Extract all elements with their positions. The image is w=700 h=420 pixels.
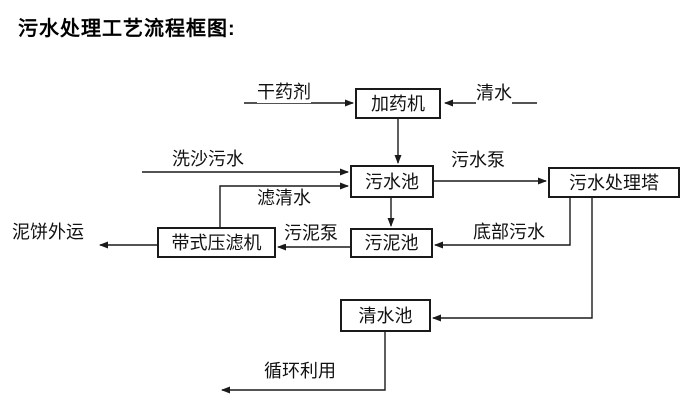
label-filtered-water: 滤清水 xyxy=(257,188,311,209)
edge-bottom-sewage-tower-to-sludge xyxy=(434,198,571,249)
label-sludge-pump: 污泥泵 xyxy=(284,223,338,244)
label-clean-water: 清水 xyxy=(476,83,512,104)
label-recycle-use: 循环利用 xyxy=(264,361,336,382)
node-sewage-pool: 污水池 xyxy=(350,165,434,198)
node-doser: 加药机 xyxy=(355,88,441,119)
label-sand-washing-sewage: 洗沙污水 xyxy=(172,149,244,170)
label-mud-cake-out: 泥饼外运 xyxy=(12,222,84,243)
edge-recycle-out xyxy=(221,332,386,394)
label-dry-agent: 干药剂 xyxy=(257,82,311,103)
node-sludge-pool: 污泥池 xyxy=(350,228,433,258)
page-title: 污水处理工艺流程框图: xyxy=(18,18,236,40)
label-bottom-sewage: 底部污水 xyxy=(473,222,545,243)
edge-filtered-water-press-to-pool xyxy=(219,182,349,227)
label-sewage-pump: 污水泵 xyxy=(451,150,505,171)
node-belt-filter-press: 带式压滤机 xyxy=(157,227,276,258)
edge-tower-to-clean-pool xyxy=(432,198,593,322)
node-treatment-tower: 污水处理塔 xyxy=(548,167,680,198)
node-clean-water-pool: 清水池 xyxy=(340,299,431,332)
